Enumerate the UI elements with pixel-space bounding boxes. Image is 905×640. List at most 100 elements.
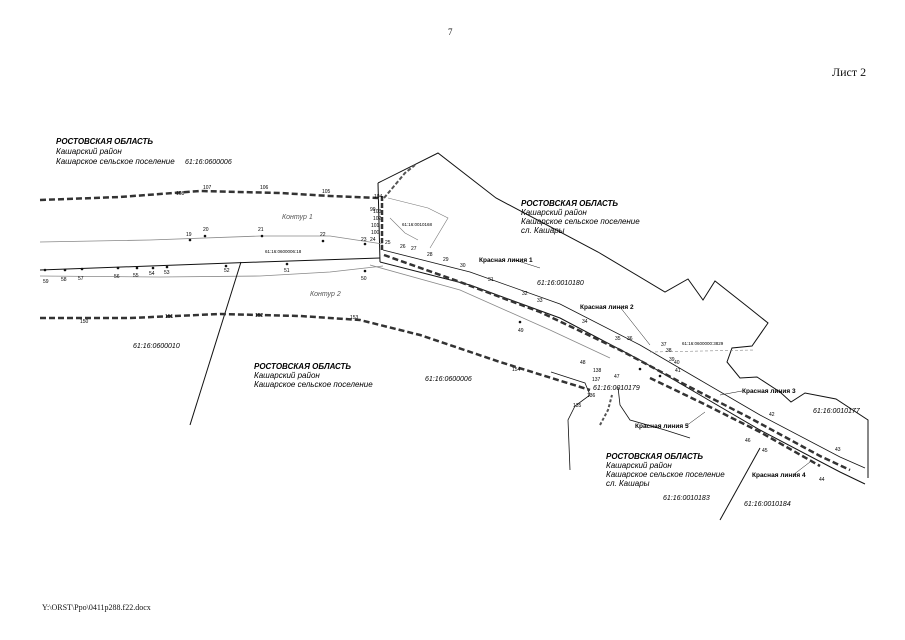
red-line-label: Красная линия 4 xyxy=(752,472,806,479)
road-edge-5 xyxy=(39,265,384,278)
route-hatch-2 xyxy=(649,376,821,468)
region-title-3: РОСТОВСКАЯ ОБЛАСТЬ xyxy=(254,362,351,371)
svg-text:43: 43 xyxy=(835,447,841,453)
red-line-label: Красная линия 3 xyxy=(742,388,796,395)
region-settlement-2: Кашарское сельское поселение xyxy=(521,217,640,226)
svg-text:21: 21 xyxy=(258,227,264,233)
leader-line xyxy=(685,411,706,427)
svg-text:23: 23 xyxy=(361,237,367,243)
svg-text:57: 57 xyxy=(78,276,84,282)
cadastral-label: 61:16:0600010 xyxy=(133,343,180,350)
contour-label: Контур 1 xyxy=(282,214,313,221)
svg-text:48: 48 xyxy=(580,360,586,366)
contour-label: Контур 2 xyxy=(310,291,341,298)
pink-hatch xyxy=(599,394,613,426)
page-number: 7 xyxy=(448,27,453,37)
svg-text:136: 136 xyxy=(587,393,596,399)
svg-text:34: 34 xyxy=(582,319,588,325)
misc-numbers: 103 102 101 100 99 138 137 136 135 xyxy=(370,207,602,409)
svg-text:35: 35 xyxy=(615,336,621,342)
survey-points xyxy=(43,234,662,378)
svg-text:19: 19 xyxy=(186,232,192,238)
leader-line xyxy=(514,259,541,269)
svg-text:108: 108 xyxy=(176,191,185,197)
svg-text:28: 28 xyxy=(427,252,433,258)
leader-line xyxy=(719,390,743,396)
cadastral-label: 61:16:0010179 xyxy=(593,385,640,392)
svg-text:31: 31 xyxy=(488,277,494,283)
svg-text:107: 107 xyxy=(203,185,212,191)
svg-text:100: 100 xyxy=(371,230,380,236)
region-village-4: сл. Кашары xyxy=(606,479,650,488)
road-edge-3 xyxy=(39,257,381,271)
plot-number-label: 61:16:0600006:18 xyxy=(265,249,302,254)
svg-text:104: 104 xyxy=(374,194,383,200)
upper-fence-numbers: 108 107 106 105 104 xyxy=(176,185,383,200)
plot-number-label: 61:16:0010168 xyxy=(402,222,433,227)
svg-text:41: 41 xyxy=(675,368,681,374)
row-b-numbers: 59 58 57 56 55 54 53 52 51 50 49 xyxy=(43,268,524,334)
svg-text:154: 154 xyxy=(512,367,521,373)
cadastral-label: 61:16:0010177 xyxy=(813,408,861,415)
row-a-numbers: 19 20 21 22 23 24 xyxy=(186,227,376,243)
svg-text:55: 55 xyxy=(133,273,139,279)
svg-text:54: 54 xyxy=(149,271,155,277)
region-title-1: РОСТОВСКАЯ ОБЛАСТЬ xyxy=(56,137,153,146)
svg-text:58: 58 xyxy=(61,277,67,283)
svg-text:47: 47 xyxy=(614,374,620,380)
svg-text:99: 99 xyxy=(370,207,376,213)
svg-text:29: 29 xyxy=(443,257,449,263)
cadastral-label: 61:16:0010184 xyxy=(744,501,791,508)
svg-text:152: 152 xyxy=(255,313,264,319)
svg-text:32: 32 xyxy=(522,291,528,297)
cadastral-label: 61:16:0600006 xyxy=(425,376,472,383)
svg-text:50: 50 xyxy=(361,276,367,282)
lower-fence-numbers: 150 151 152 153 154 xyxy=(80,313,521,373)
svg-text:49: 49 xyxy=(518,328,524,334)
svg-text:37: 37 xyxy=(661,342,667,348)
route-hatch-1 xyxy=(383,253,851,472)
svg-text:45: 45 xyxy=(762,448,768,454)
svg-text:44: 44 xyxy=(819,477,825,483)
svg-text:36: 36 xyxy=(627,336,633,342)
svg-text:138: 138 xyxy=(593,368,602,374)
svg-text:101: 101 xyxy=(371,223,380,229)
road-edge-4 xyxy=(39,235,384,245)
red-line-label: Красная линия 5 xyxy=(635,423,689,430)
road-edge-1 xyxy=(379,261,866,485)
road-center xyxy=(369,264,611,359)
region-village-2: сл. Кашары xyxy=(521,226,565,235)
file-path: Y:\ORST\Ppo\0411p288.f22.docx xyxy=(42,603,151,612)
field-boundary-4 xyxy=(719,447,761,521)
svg-text:150: 150 xyxy=(80,319,89,325)
cadastral-label: 61:16:0010180 xyxy=(537,280,584,287)
svg-text:137: 137 xyxy=(592,377,601,383)
region-settlement-1: Кашарское сельское поселение xyxy=(56,157,175,166)
svg-text:38: 38 xyxy=(666,348,672,354)
svg-text:20: 20 xyxy=(203,227,209,233)
boundary-west-edge xyxy=(377,182,381,263)
road-edge-2 xyxy=(382,249,866,469)
cadastral-label: 61:16:0010183 xyxy=(663,495,710,502)
cadastral-label: 61:16:0600006 xyxy=(185,159,232,166)
region-district-3: Кашарский район xyxy=(254,371,320,380)
red-line-label: Красная линия 1 xyxy=(479,257,533,264)
svg-text:46: 46 xyxy=(745,438,751,444)
region-district-4: Кашарский район xyxy=(606,461,672,470)
svg-text:106: 106 xyxy=(260,185,269,191)
svg-text:27: 27 xyxy=(411,246,417,252)
region-district-2: Кашарский район xyxy=(521,208,587,217)
svg-text:153: 153 xyxy=(350,315,359,321)
svg-text:151: 151 xyxy=(165,314,174,320)
red-line-label: Красная линия 2 xyxy=(580,304,634,311)
field-boundary-2 xyxy=(550,371,591,471)
svg-text:51: 51 xyxy=(284,268,290,274)
sheet-label: Лист 2 xyxy=(832,65,867,79)
plot-boundary xyxy=(387,197,449,249)
svg-text:40: 40 xyxy=(674,360,680,366)
settlement-boundary xyxy=(377,152,869,478)
svg-text:30: 30 xyxy=(460,263,466,269)
svg-text:22: 22 xyxy=(320,232,326,238)
region-district-1: Кашарский район xyxy=(56,147,122,156)
